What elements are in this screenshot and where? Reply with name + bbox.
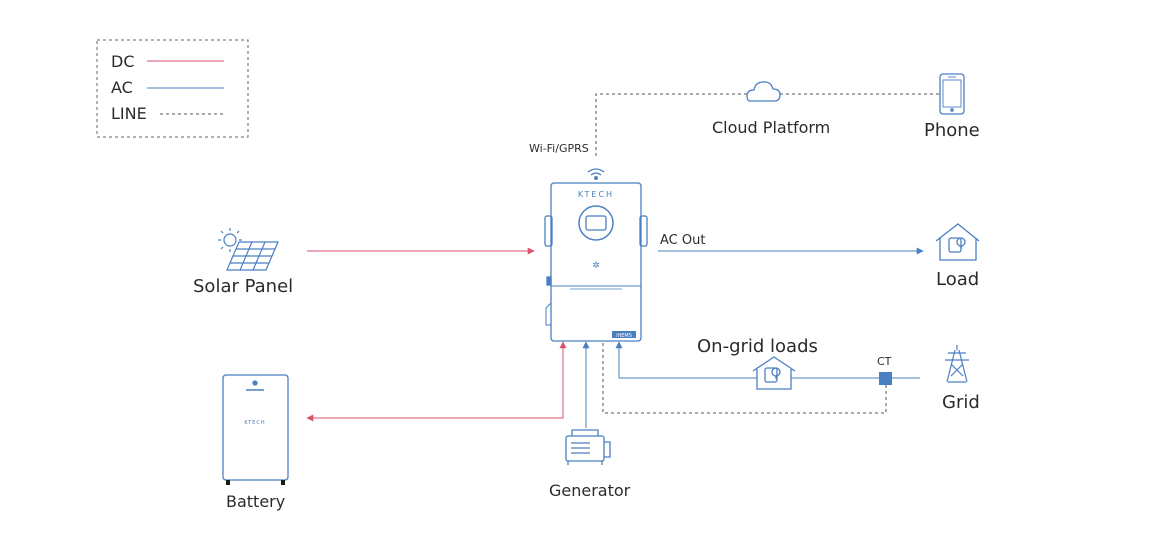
ct-comm-line (602, 342, 887, 414)
on-grid-house-icon (752, 356, 796, 390)
wifi-icon (587, 168, 605, 180)
cloud-icon (746, 81, 781, 102)
generator-icon (565, 429, 611, 465)
inverter-badge: iHEMS (616, 333, 632, 339)
battery-dc-line (306, 341, 567, 422)
grid-label: Grid (942, 392, 980, 413)
battery-icon (222, 374, 289, 485)
legend-ac-label: AC (111, 78, 133, 97)
inverter-icon (544, 182, 648, 342)
on-grid-ac-line (615, 341, 920, 379)
power-tower-icon (945, 345, 969, 383)
solar-panel-label: Solar Panel (193, 276, 293, 297)
legend-dc-label: DC (111, 52, 135, 71)
ac-out-label: AC Out (660, 233, 705, 248)
ct-label: CT (877, 355, 892, 368)
legend: DC AC LINE (96, 39, 249, 138)
wifi-gprs-label: Wi-Fi/GPRS (529, 142, 589, 155)
house-load-icon (935, 223, 980, 261)
battery-label: Battery (226, 492, 285, 511)
ct-sensor-icon (879, 372, 892, 385)
load-label: Load (936, 269, 979, 290)
phone-label: Phone (924, 120, 980, 141)
battery-logo: KTECH (244, 420, 265, 426)
cloud-platform-label: Cloud Platform (712, 118, 830, 137)
comm-line (595, 93, 940, 156)
legend-line-label: LINE (111, 104, 147, 123)
generator-label: Generator (549, 481, 631, 500)
inverter-logo: KTECH (578, 190, 614, 199)
phone-icon (939, 73, 965, 115)
solar-panel-icon (226, 241, 279, 271)
inverter-snowflake-icon: ✲ (592, 261, 600, 271)
legend-box (96, 39, 249, 138)
on-grid-loads-label: On-grid loads (697, 336, 818, 357)
